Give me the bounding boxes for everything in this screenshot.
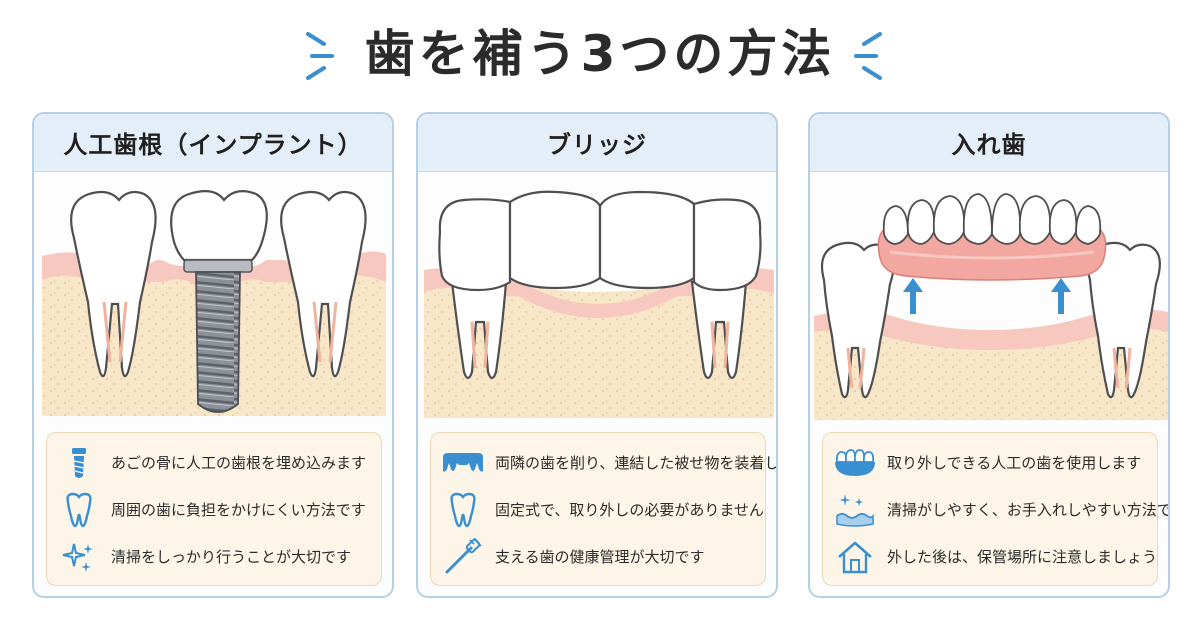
emphasis-lines-left-icon [306,32,334,80]
denture-illustration [814,193,1168,420]
list-item: 支える歯の健康管理が大切です [441,533,755,580]
bridge-info-box: 両隣の歯を削り、連結した被せ物を装着します 固定式で、取り外しの必要がありません… [430,432,776,586]
denture-panel: 入れ歯 [808,112,1170,598]
implant [170,189,268,413]
item-text: 取り外しできる人工の歯を使用します [887,454,1142,472]
abutment-tooth-right [690,280,748,380]
denture-icon [835,448,875,476]
panel-heading: 人工歯根（インプラント） [34,114,392,172]
list-item: 外した後は、保管場所に注意しましょう [833,533,1157,580]
panel-heading: 入れ歯 [810,114,1168,172]
cleaning-water-icon [836,493,874,527]
implant-illustration [42,189,386,416]
item-text: 両隣の歯を削り、連結した被せ物を装着します [495,454,778,472]
remaining-tooth-left [820,241,895,399]
list-item: 清掃がしやすく、お手入れしやすい方法です [833,486,1168,533]
implant-info-box: あごの骨に人工の歯根を埋め込みます 周囲の歯に負担をかけにくい方法です 清掃をし… [46,432,382,586]
item-text: 支える歯の健康管理が大切です [495,548,705,566]
list-item: 固定式で、取り外しの必要がありません [441,486,764,533]
list-item: 取り外しできる人工の歯を使用します [833,439,1147,486]
bridge-icon [443,452,483,472]
denture-info-box: 取り外しできる人工の歯を使用します 清掃がしやすく、お手入れしやすい方法です [822,432,1168,586]
implant-screw-icon [72,447,86,478]
natural-tooth-left [70,190,157,378]
item-text: あごの骨に人工の歯根を埋め込みます [111,454,367,472]
list-item: あごの骨に人工の歯根を埋め込みます [57,439,371,486]
list-item: 周囲の歯に負担をかけにくい方法です [57,486,371,533]
item-text: 周囲の歯に負担をかけにくい方法です [111,501,366,519]
toothbrush-icon [445,537,482,573]
page-title: 歯を補う3つの方法 [364,25,836,83]
natural-tooth-right [280,190,367,378]
item-text: 外した後は、保管場所に注意しましょう [887,548,1158,566]
tooth-icon [450,492,476,527]
bridge-crowns [438,190,762,292]
item-text: 清掃がしやすく、お手入れしやすい方法です [887,501,1170,519]
list-item: 両隣の歯を削り、連結した被せ物を装着します [441,439,776,486]
item-text: 固定式で、取り外しの必要がありません [495,501,764,519]
sparkle-icon [62,543,93,572]
item-text: 清掃をしっかり行うことが大切です [111,548,352,566]
panel-heading: ブリッジ [418,114,776,172]
emphasis-lines-right-icon [854,32,882,80]
bridge-panel: ブリッジ 両隣の歯を削り [416,112,778,598]
list-item: 清掃をしっかり行うことが大切です [57,533,371,580]
title-area: 歯を補う3つの方法 [0,0,1200,100]
abutment-tooth-left [450,280,508,380]
tooth-icon [66,492,92,527]
implant-panel: 人工歯根（インプラント） [32,112,394,598]
remaining-tooth-right [1086,241,1161,399]
denture [877,193,1107,281]
bridge-illustration [424,190,774,418]
house-icon [838,541,872,573]
up-arrow-icon [903,278,1071,314]
